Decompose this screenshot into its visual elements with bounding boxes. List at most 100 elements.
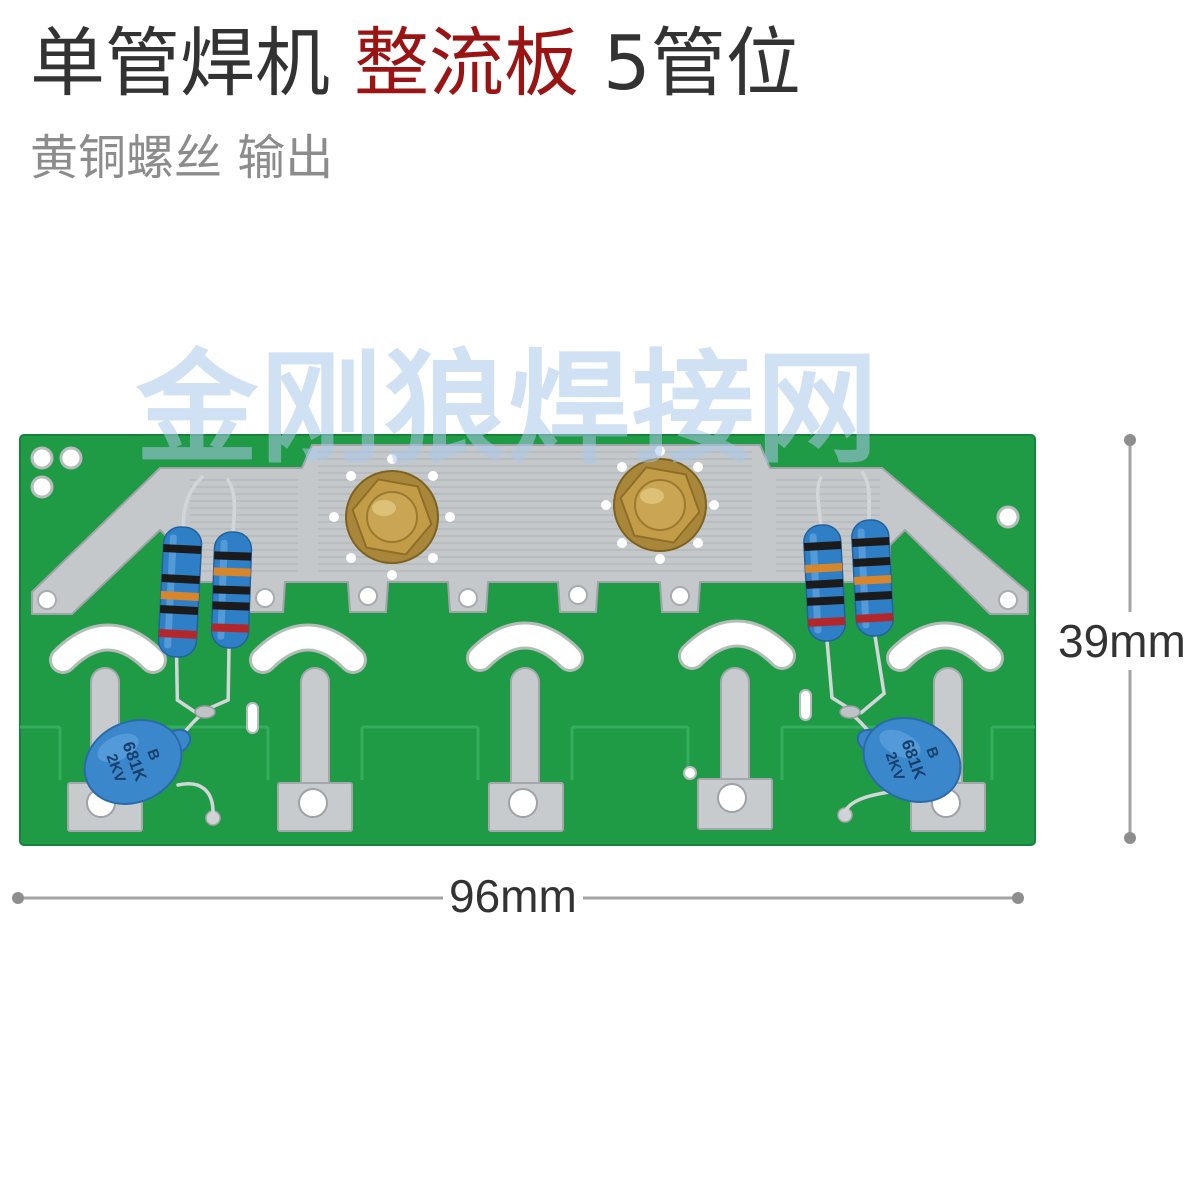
resistor-lead (859, 634, 886, 715)
color-band (163, 544, 202, 555)
via (387, 570, 397, 580)
dimension-endpoint (12, 892, 24, 904)
via (428, 471, 438, 481)
brass-bolt-head (366, 491, 418, 543)
via (445, 512, 455, 522)
color-band (158, 628, 197, 639)
mounting-hole (996, 505, 1020, 529)
via (617, 462, 627, 472)
bus-hole (358, 586, 378, 606)
lead-via (837, 807, 853, 823)
slot-cutout (252, 626, 364, 671)
via (709, 500, 719, 510)
resistor (157, 475, 204, 715)
bus-hole (670, 586, 690, 606)
mounting-hole (59, 446, 83, 470)
pad-stem (300, 667, 330, 799)
via (329, 512, 339, 522)
slot-cutout (469, 624, 581, 669)
bus-hole (255, 588, 275, 608)
solder-junction (194, 705, 216, 719)
brass-highlight (640, 488, 664, 504)
via (693, 462, 703, 472)
diode-solder-pad (488, 667, 564, 832)
brass-output-stud (613, 458, 707, 552)
bus-hole (568, 585, 588, 605)
resistor-lead (174, 655, 199, 715)
resistor (803, 476, 855, 713)
dimension-endpoint (1124, 434, 1136, 446)
bus-hole (998, 590, 1018, 610)
resistor-lead (860, 470, 871, 522)
dimension-endpoint (1124, 832, 1136, 844)
color-band (855, 612, 894, 623)
color-band (854, 590, 893, 601)
height-dimension-label: 39mm (1058, 612, 1186, 670)
bus-hole (458, 588, 478, 608)
via (655, 554, 665, 564)
watermark: 金刚狼焊接网 (136, 338, 880, 480)
small-slot (246, 702, 259, 734)
ceramic-capacitor: B 681K 2KV (856, 717, 962, 803)
capacitor-highlight (97, 733, 139, 763)
pad-hole (298, 788, 328, 818)
color-band (803, 541, 842, 551)
mounting-hole (30, 475, 54, 499)
small-hole (683, 766, 697, 780)
slot-cutout (889, 624, 1001, 669)
brass-highlight (372, 500, 396, 516)
mounting-slot (886, 621, 1004, 672)
resistor-lead (181, 475, 204, 529)
pad-hole (717, 783, 747, 813)
via (693, 538, 703, 548)
color-band (212, 585, 251, 595)
color-band (161, 574, 200, 585)
color-band (805, 579, 844, 589)
color-band (213, 567, 251, 577)
via (601, 500, 611, 510)
via (346, 553, 356, 563)
color-band (806, 595, 845, 606)
color-band (853, 575, 892, 585)
solder-junction (839, 705, 861, 719)
mounting-slot (49, 623, 167, 674)
color-band (851, 537, 890, 547)
color-band (211, 623, 249, 633)
bus-hole (37, 590, 57, 610)
pad-stem (720, 667, 750, 794)
color-band (852, 557, 891, 567)
capacitor-lead (176, 782, 215, 817)
width-dimension-label: 96mm (443, 873, 583, 919)
color-band (214, 551, 252, 561)
diode-solder-pad (697, 667, 773, 830)
diode-solder-pad (277, 667, 353, 832)
capacitor-lead (843, 790, 892, 814)
via (387, 454, 397, 464)
mounting-slot (678, 619, 796, 670)
mounting-slot (466, 621, 584, 672)
resistor (851, 470, 894, 715)
color-band (807, 616, 846, 627)
capacitor-highlight (879, 729, 921, 759)
ceramic-capacitor: B 681K 2KV (83, 719, 192, 805)
via (428, 553, 438, 563)
pad-stem (510, 667, 540, 799)
via (617, 538, 627, 548)
title-product-type: 单管焊机 (30, 19, 331, 107)
color-band (212, 601, 250, 611)
slot-cutout (681, 622, 793, 667)
title-position-count: 5管位 (603, 19, 801, 107)
resistor-lead (226, 478, 237, 534)
small-slot (799, 689, 812, 721)
brass-bolt-head (634, 479, 686, 531)
title-highlight: 整流板 (354, 19, 580, 107)
brass-output-stud (345, 470, 439, 564)
product-subtitle: 黄铜螺丝 输出 (30, 130, 334, 186)
color-band (805, 563, 843, 573)
mounting-slot (249, 623, 367, 674)
color-band (160, 591, 199, 601)
color-band (159, 604, 199, 615)
slot-cutout (52, 626, 164, 671)
